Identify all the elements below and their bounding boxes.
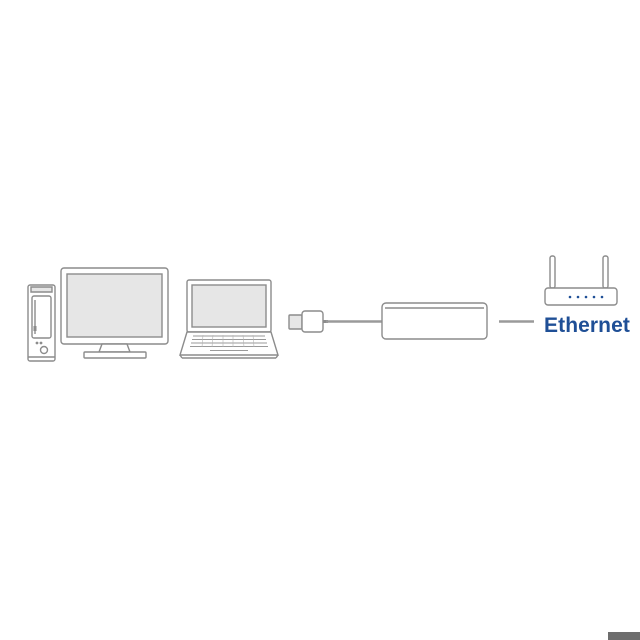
usb-ethernet-adapter-icon: [381, 302, 488, 340]
ethernet-label: Ethernet: [544, 314, 630, 337]
corner-mark: [608, 632, 640, 640]
monitor-icon: [60, 267, 169, 359]
laptop-icon: [179, 279, 279, 359]
router-icon: [544, 255, 618, 306]
usb-plug-icon: [288, 310, 328, 333]
pc-tower-icon: [27, 284, 56, 362]
